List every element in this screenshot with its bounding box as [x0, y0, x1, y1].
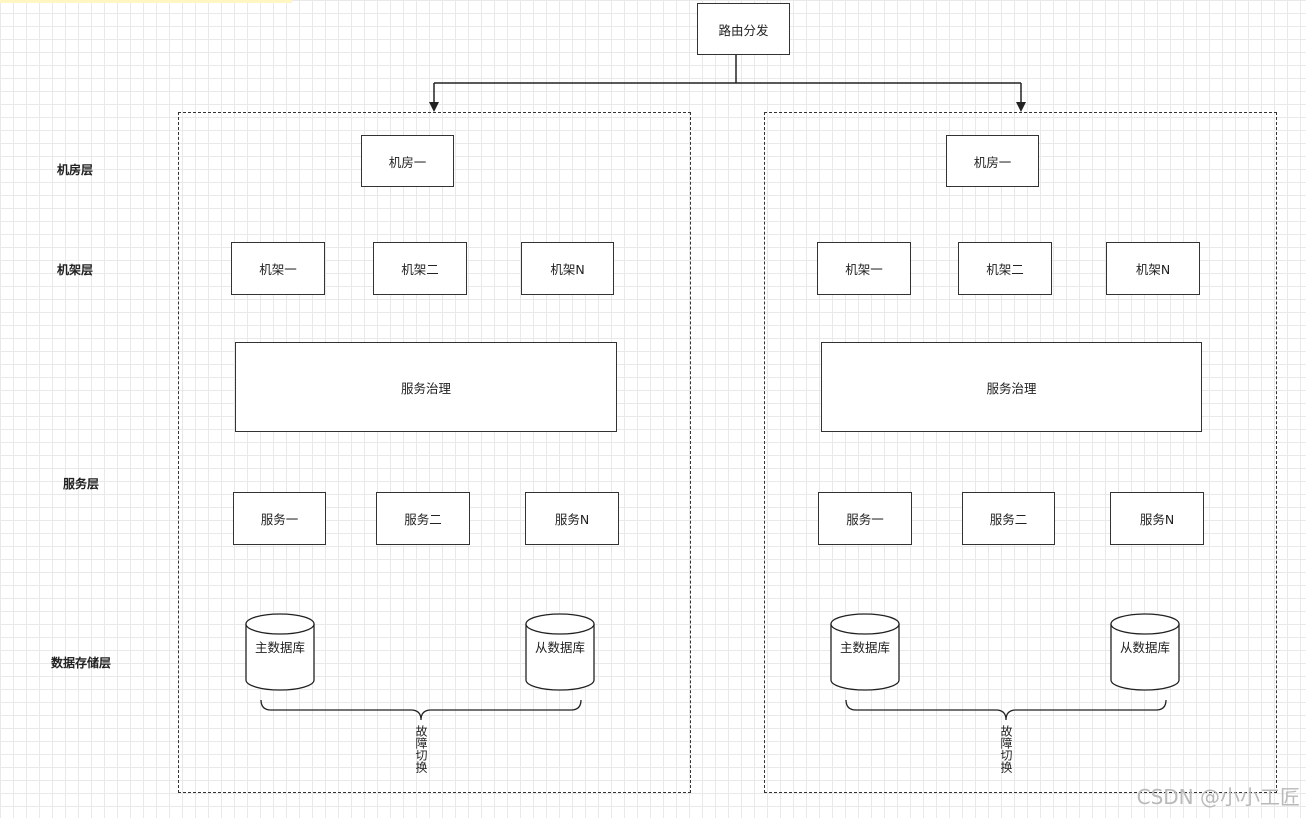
dc1-rack-1[interactable]: 机架一 [231, 242, 325, 295]
dc1-room-node[interactable]: 机房一 [361, 135, 454, 187]
dc1-service-1[interactable]: 服务一 [233, 492, 326, 545]
highlight-strip [0, 0, 292, 3]
datacenter-1-container [178, 112, 691, 793]
dc2-rack-1-label: 机架一 [845, 262, 883, 277]
dc2-master-db-label: 主数据库 [839, 640, 890, 655]
arrow-head-left [429, 102, 439, 112]
dc2-slave-db[interactable]: 从数据库 [1110, 613, 1180, 691]
dc1-rack-n[interactable]: 机架N [521, 242, 614, 295]
database-cylinder-icon [830, 613, 900, 691]
dc2-governance-label: 服务治理 [986, 380, 1037, 396]
dc2-service-n-label: 服务N [1139, 512, 1175, 527]
dc1-failover-label: 故障切换 [414, 725, 428, 773]
dc1-room-label: 机房一 [388, 154, 427, 170]
layer-label-service: 服务层 [63, 477, 100, 491]
router-node[interactable]: 路由分发 [697, 3, 790, 55]
dc1-service-n-label: 服务N [554, 512, 590, 527]
dc1-rack-1-label: 机架一 [259, 262, 297, 277]
dc1-failover-brace [260, 699, 582, 721]
layer-label-room: 机房层 [57, 163, 94, 177]
dc2-rack-2[interactable]: 机架二 [958, 242, 1052, 295]
dc1-service-2[interactable]: 服务二 [376, 492, 470, 545]
dc2-rack-2-label: 机架二 [986, 262, 1024, 277]
dc1-slave-db-label: 从数据库 [534, 640, 585, 655]
dc1-master-db-label: 主数据库 [254, 640, 305, 655]
database-cylinder-icon [1110, 613, 1180, 691]
dc2-service-n[interactable]: 服务N [1110, 492, 1204, 545]
layer-label-rack: 机架层 [57, 263, 94, 277]
dc1-service-1-label: 服务一 [260, 512, 299, 527]
dc1-governance-label: 服务治理 [400, 380, 451, 396]
dc2-rack-1[interactable]: 机架一 [817, 242, 911, 295]
dc2-rack-n-label: 机架N [1135, 262, 1171, 277]
dc2-service-1-label: 服务一 [846, 512, 884, 527]
dc1-governance[interactable]: 服务治理 [235, 342, 617, 432]
dc2-service-2[interactable]: 服务二 [962, 492, 1055, 545]
dc2-failover-brace [845, 699, 1167, 721]
dc2-service-2-label: 服务二 [989, 512, 1028, 527]
dc2-governance[interactable]: 服务治理 [821, 342, 1202, 432]
dc1-service-2-label: 服务二 [404, 512, 442, 527]
router-node-label: 路由分发 [718, 22, 769, 38]
layer-label-storage: 数据存储层 [51, 656, 112, 670]
dc1-rack-n-label: 机架N [550, 262, 585, 277]
dc2-master-db[interactable]: 主数据库 [830, 613, 900, 691]
dc1-slave-db[interactable]: 从数据库 [525, 613, 595, 691]
dc1-master-db[interactable]: 主数据库 [245, 613, 315, 691]
watermark: CSDN @小小工匠 [1136, 785, 1300, 809]
dc1-rack-2-label: 机架二 [401, 262, 439, 277]
dc1-service-n[interactable]: 服务N [525, 492, 619, 545]
datacenter-2-container [764, 112, 1277, 793]
database-cylinder-icon [525, 613, 595, 691]
dc2-slave-db-label: 从数据库 [1119, 640, 1170, 655]
dc2-rack-n[interactable]: 机架N [1106, 242, 1200, 295]
dc2-service-1[interactable]: 服务一 [818, 492, 912, 545]
dc2-failover-label: 故障切换 [999, 725, 1013, 773]
dc1-rack-2[interactable]: 机架二 [373, 242, 467, 295]
dc2-room-label: 机房一 [973, 154, 1012, 170]
dc2-room-node[interactable]: 机房一 [946, 135, 1039, 187]
database-cylinder-icon [245, 613, 315, 691]
arrow-head-right [1016, 102, 1026, 112]
